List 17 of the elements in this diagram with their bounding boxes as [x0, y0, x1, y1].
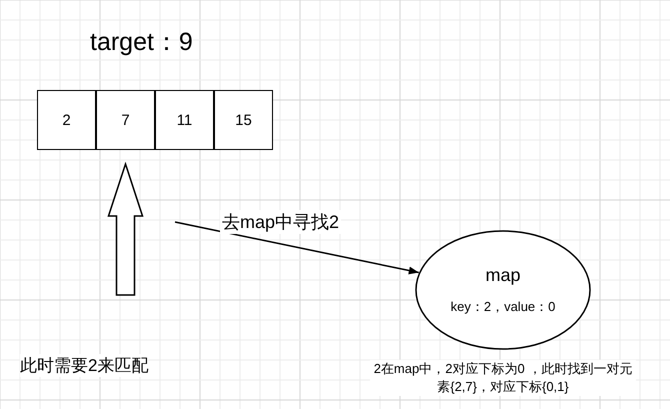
- note-text: 此时需要2来匹配: [20, 354, 148, 377]
- ellipse-node: [415, 230, 591, 350]
- edge-label: 去map中寻找2: [220, 210, 342, 234]
- arrow: [174, 221, 419, 274]
- hollow-arrow: [107, 162, 144, 296]
- node-text: 15: [235, 112, 252, 128]
- array-cell: [37, 90, 96, 150]
- node-text: 7: [121, 112, 130, 128]
- node-text: 11: [176, 112, 192, 128]
- node-title: map: [485, 264, 520, 286]
- title: target：9: [90, 27, 193, 58]
- node-text: 2: [62, 112, 71, 128]
- array-cell: [155, 90, 214, 150]
- array-cell: [214, 90, 273, 150]
- node-note: 2在map中，2对应下标为0 ，此时找到一对元素{2,7}，对应下标{0,1}: [370, 360, 636, 396]
- array-cell: [96, 90, 155, 150]
- node-text: key：2，value：0: [450, 298, 556, 316]
